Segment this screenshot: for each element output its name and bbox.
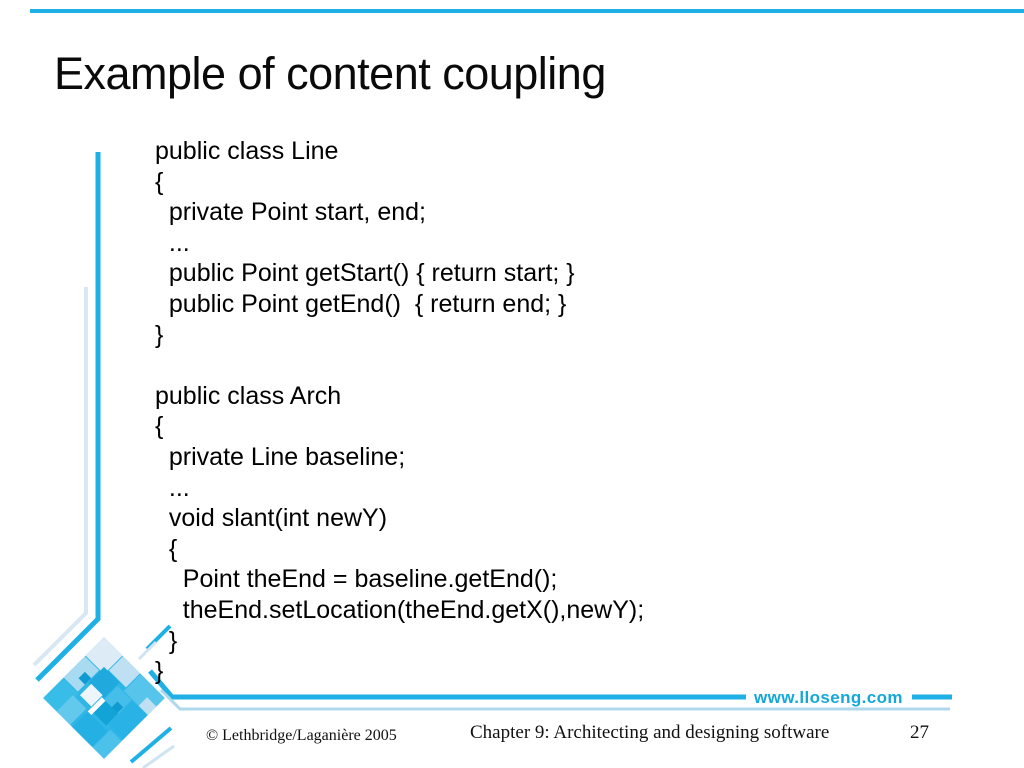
bottom-accent-rule: [148, 669, 746, 700]
code-line: [155, 350, 644, 381]
code-line: }: [155, 320, 164, 349]
left-accent-line: [35, 152, 101, 682]
code-line: theEnd.setLocation(theEnd.getX(),newY);: [155, 595, 645, 624]
code-line: public Point getStart() { return start; …: [155, 259, 575, 288]
footer-chapter-title: Chapter 9: Architecting and designing so…: [470, 722, 830, 743]
website-link[interactable]: www.lloseng.com: [754, 688, 903, 707]
code-line: {: [155, 167, 164, 196]
diamond-dash-se-pale: [142, 744, 175, 768]
code-line: ...: [155, 228, 190, 257]
code-line: {: [155, 534, 178, 563]
mosaic-diamond-icon: [43, 637, 165, 759]
code-line: void slant(int newY): [155, 504, 388, 533]
code-block: public class Line{ private Point start, …: [155, 136, 644, 687]
diamond-dash-se: [129, 726, 173, 764]
footer-page-number: 27: [910, 722, 929, 743]
code-line: public class Line: [155, 137, 339, 165]
code-line: public class Arch: [155, 381, 342, 410]
slide-title: Example of content coupling: [54, 48, 606, 99]
code-line: Point theEnd = baseline.getEnd();: [155, 565, 558, 594]
left-pale-line: [32, 287, 88, 667]
code-line: private Line baseline;: [155, 442, 406, 471]
code-line: }: [155, 626, 178, 655]
code-line: public Point getEnd() { return end; }: [155, 289, 567, 318]
code-line: }: [155, 657, 164, 686]
code-line: {: [155, 412, 164, 441]
diamond-dash-ne-pale: [137, 640, 158, 661]
code-line: private Point start, end;: [155, 198, 426, 227]
code-line: ...: [155, 473, 190, 502]
footer-copyright: © Lethbridge/Laganière 2005: [206, 727, 397, 744]
bottom-pale-rule: [159, 688, 950, 711]
